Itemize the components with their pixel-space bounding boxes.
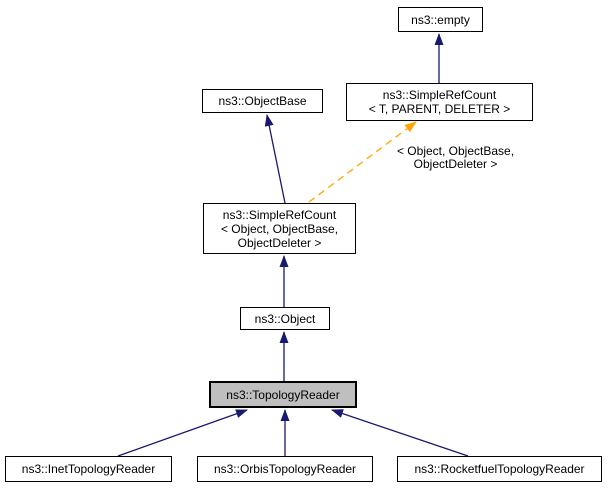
template-params: < Object, ObjectBase, [220, 221, 339, 236]
edge-simplerefcount-object-to-objectbase [264, 114, 286, 204]
class-node-ns3-orbistopologyreader[interactable]: ns3::OrbisTopologyReader [197, 456, 373, 482]
class-name: ns3::empty [411, 12, 470, 27]
edge-rocketfuel-to-topologyreader [331, 409, 469, 457]
class-name: ns3::RocketfuelTopologyReader [414, 462, 585, 476]
class-node-ns3-topologyreader-current: ns3::TopologyReader [209, 381, 357, 408]
class-name: ns3::OrbisTopologyReader [213, 462, 357, 476]
class-name: ns3::SimpleRefCount [222, 207, 337, 222]
class-name: ns3::TopologyReader [226, 387, 340, 402]
class-name: ns3::InetTopologyReader [21, 462, 156, 476]
class-node-ns3-object[interactable]: ns3::Object [240, 307, 330, 330]
edge-template-instantiation [308, 121, 417, 203]
class-node-ns3-rocketfueltopologyreader[interactable]: ns3::RocketfuelTopologyReader [397, 456, 602, 482]
edge-inet-to-topologyreader [117, 409, 248, 457]
class-name: ns3::SimpleRefCount [382, 88, 497, 102]
class-name: ns3::ObjectBase [218, 94, 307, 108]
class-name: ns3::Object [254, 311, 316, 326]
class-node-ns3-simplerefcount-template[interactable]: ns3::SimpleRefCount < T, PARENT, DELETER… [346, 83, 533, 121]
template-params: ObjectDeleter > [237, 235, 322, 250]
template-args-line: ObjectDeleter > [413, 157, 498, 171]
class-node-ns3-simplerefcount-object[interactable]: ns3::SimpleRefCount < Object, ObjectBase… [203, 203, 356, 254]
class-node-ns3-objectbase[interactable]: ns3::ObjectBase [202, 89, 323, 113]
template-args-edge-label: < Object, ObjectBase, ObjectDeleter > [388, 145, 523, 171]
template-args-line: < Object, ObjectBase, [396, 144, 515, 158]
class-node-ns3-inettopologyreader[interactable]: ns3::InetTopologyReader [5, 456, 172, 482]
template-params: < T, PARENT, DELETER > [368, 102, 511, 116]
class-node-ns3-empty[interactable]: ns3::empty [398, 7, 483, 32]
